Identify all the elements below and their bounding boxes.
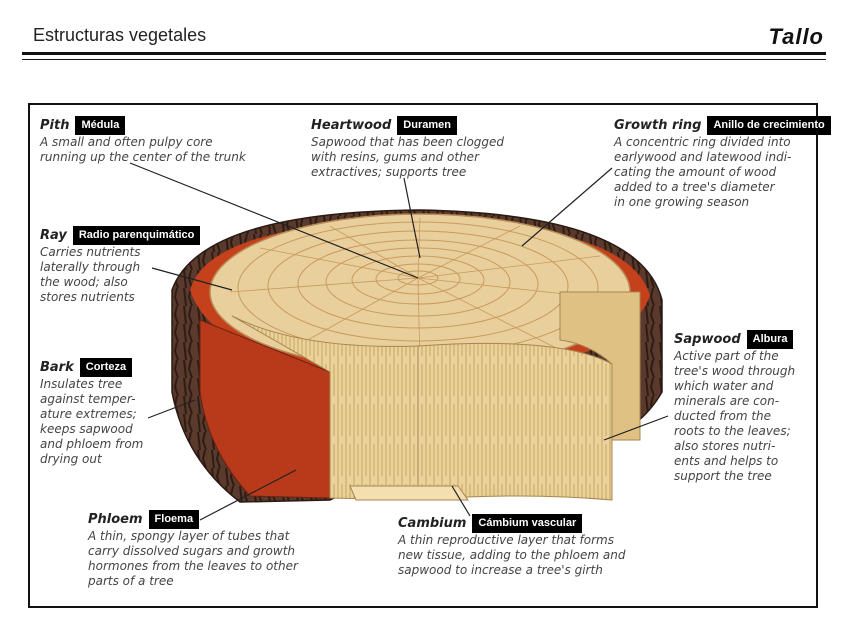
sapwood-desc-7: also stores nutri- — [674, 439, 776, 453]
label-bark: Bark Corteza Insulates tree against tempe… — [40, 358, 143, 467]
pith-term: Pith — [40, 118, 70, 133]
cambium-term: Cambium — [398, 516, 467, 531]
ray-tag: Radio parenquimático — [72, 226, 201, 245]
pith-desc-1: A small and often pulpy core — [40, 135, 213, 149]
label-phloem: Phloem Floema A thin, spongy layer of tub… — [88, 510, 298, 589]
sapwood-desc-8: ents and helps to — [674, 454, 779, 468]
sapwood-desc-4: minerals are con- — [674, 394, 780, 408]
header-topic: Tallo — [768, 24, 824, 49]
cambium-desc-2: new tissue, adding to the phloem and — [398, 548, 626, 562]
phloem-desc-1: A thin, spongy layer of tubes that — [88, 529, 290, 543]
header-rule-thin — [22, 59, 826, 60]
growth-ring-desc-4: added to a tree's diameter — [614, 180, 775, 194]
heartwood-desc-1: Sapwood that has been clogged — [311, 135, 505, 149]
header-title: Estructuras vegetales — [33, 25, 207, 45]
sapwood-desc-9: support the tree — [674, 469, 772, 483]
phloem-slab — [199, 319, 331, 499]
growth-ring-term: Growth ring — [614, 118, 702, 133]
heartwood-term: Heartwood — [311, 118, 392, 133]
ray-desc-1: Carries nutrients — [40, 245, 141, 259]
header-rule-thick — [22, 52, 826, 55]
growth-ring-desc-1: A concentric ring divided into — [614, 135, 791, 149]
growth-ring-tag: Anillo de crecimiento — [707, 116, 831, 135]
cambium-tag: Cámbium vascular — [472, 514, 583, 533]
bark-desc-3: ature extremes; — [40, 407, 137, 421]
phloem-desc-3: hormones from the leaves to other — [88, 559, 298, 573]
cambium-desc-1: A thin reproductive layer that forms — [398, 533, 614, 547]
label-growth-ring: Growth ring Anillo de crecimiento A conce… — [614, 116, 831, 210]
heartwood-tag: Duramen — [397, 116, 457, 135]
growth-ring-desc-2: earlywood and latewood indi- — [614, 150, 792, 164]
sapwood-desc-3: which water and — [674, 379, 774, 393]
bark-desc-2: against temper- — [40, 392, 136, 406]
heartwood-desc-2: with resins, gums and other — [311, 150, 479, 164]
bark-term: Bark — [40, 360, 74, 375]
bark-desc-4: keeps sapwood — [40, 422, 133, 436]
ray-desc-2: laterally through — [40, 260, 141, 274]
bark-desc-5: and phloem from — [40, 437, 144, 451]
sapwood-desc-1: Active part of the — [674, 349, 779, 363]
leader-lines — [129, 162, 669, 521]
phloem-term: Phloem — [88, 512, 143, 527]
label-sapwood: Sapwood Albura Active part of the tree's … — [674, 330, 795, 484]
sapwood-desc-6: roots to the leaves; — [674, 424, 791, 438]
sapwood-tag: Albura — [746, 330, 794, 349]
pith-desc-2: running up the center of the trunk — [40, 150, 246, 164]
bark-desc-6: drying out — [40, 452, 102, 466]
sapwood-cut — [417, 342, 613, 501]
pith-tag: Médula — [75, 116, 126, 135]
ray-desc-4: stores nutrients — [40, 290, 135, 304]
cambium-strip — [349, 485, 469, 501]
phloem-desc-2: carry dissolved sugars and growth — [88, 544, 296, 558]
phloem-desc-4: parts of a tree — [88, 574, 174, 588]
growth-ring-desc-3: cating the amount of wood — [614, 165, 777, 179]
bark-tag: Corteza — [79, 358, 133, 377]
label-heartwood: Heartwood Duramen Sapwood that has been c… — [311, 116, 504, 180]
phloem-tag: Floema — [148, 510, 200, 529]
heartwood-block — [559, 291, 641, 441]
ray-term: Ray — [40, 228, 67, 243]
heartwood-desc-3: extractives; supports tree — [311, 165, 467, 179]
growth-ring-desc-5: in one growing season — [614, 195, 750, 209]
diagram-frame — [28, 103, 818, 608]
sapwood-desc-2: tree's wood through — [674, 364, 796, 378]
ray-desc-3: the wood; also — [40, 275, 128, 289]
cambium-desc-3: sapwood to increase a tree's girth — [398, 563, 603, 577]
sapwood-desc-5: ducted from the — [674, 409, 772, 423]
sapwood-term: Sapwood — [674, 332, 741, 347]
label-ray: Ray Radio parenquimático Carries nutrient… — [40, 226, 201, 305]
label-cambium: Cambium Cámbium vascular A thin reproduct… — [398, 514, 625, 578]
bark-desc-1: Insulates tree — [40, 377, 123, 391]
